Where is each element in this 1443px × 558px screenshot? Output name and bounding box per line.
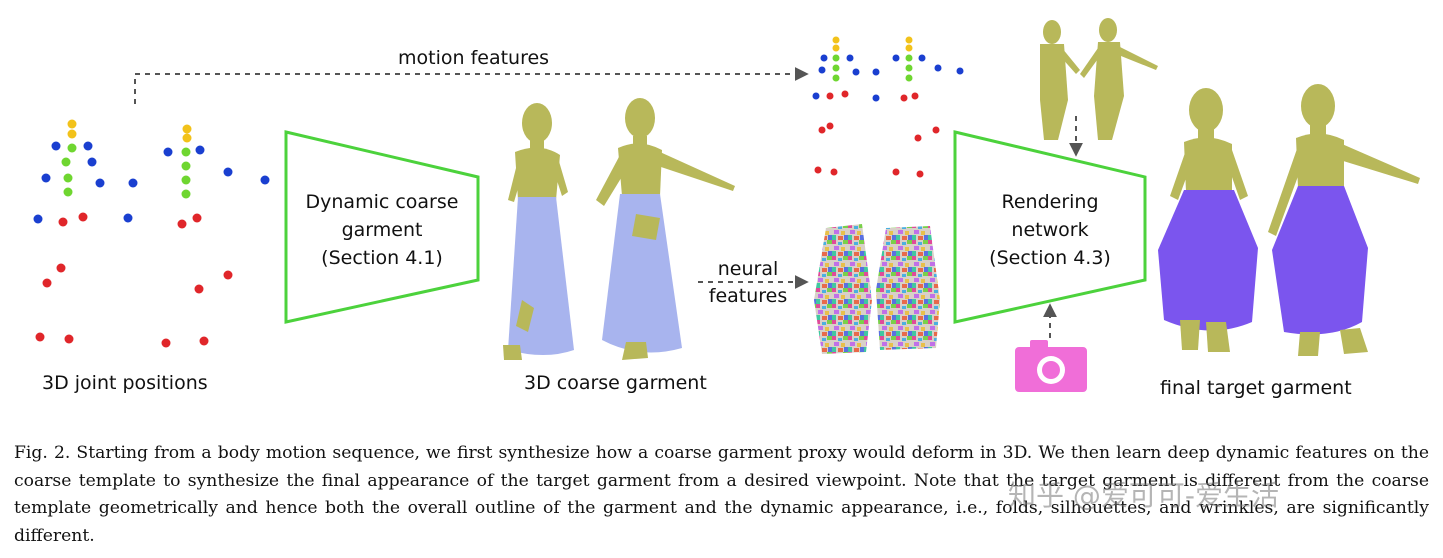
coarse-module-line-2: garment <box>341 219 423 241</box>
camera-icon <box>1015 340 1087 392</box>
rendering-module-line-2: network <box>1011 219 1089 241</box>
coarse-garment-module <box>284 130 480 324</box>
coarse-garment-figure-1 <box>503 103 574 360</box>
rendering-module-label: Rendering network (Section 4.3) <box>960 188 1140 272</box>
rendering-module-line-1: Rendering <box>1001 191 1099 213</box>
pipeline-diagram <box>33 18 1420 392</box>
joint-skeleton-2 <box>123 124 270 348</box>
figure-caption: Fig. 2. Starting from a body motion sequ… <box>14 443 1429 546</box>
neural-features-label: neural features <box>702 256 794 310</box>
coarse-module-line-3: (Section 4.1) <box>321 247 443 269</box>
coarse-garment-label: 3D coarse garment <box>524 372 707 394</box>
rendering-network-module <box>953 130 1147 324</box>
pipeline-figure: motion features 3D joint positions Dynam… <box>33 18 1420 399</box>
motion-features-label: motion features <box>398 47 550 69</box>
final-garment-figure-1 <box>1158 88 1258 352</box>
coarse-module-label: Dynamic coarse garment (Section 4.1) <box>290 188 474 272</box>
neural-features-line-2: features <box>708 285 788 307</box>
joint-positions-label: 3D joint positions <box>42 372 208 394</box>
rendering-module-line-3: (Section 4.3) <box>989 247 1111 269</box>
final-garment-label: final target garment <box>1160 377 1352 399</box>
watermark: 知乎 @爱可可-爱生活 <box>1008 479 1280 512</box>
final-garment-figure-2 <box>1268 84 1420 356</box>
motion-skeleton-1 <box>812 36 880 176</box>
neural-texture-1 <box>814 224 872 354</box>
motion-skeleton-2 <box>872 36 964 178</box>
target-body-silhouettes <box>1040 18 1158 140</box>
coarse-module-line-1: Dynamic coarse <box>305 191 459 213</box>
motion-features-arrow <box>134 67 809 104</box>
coarse-garment-figure-2 <box>596 98 735 360</box>
neural-features-line-1: neural <box>717 258 779 280</box>
neural-texture-2 <box>876 226 940 350</box>
joint-skeleton-1 <box>33 119 138 344</box>
